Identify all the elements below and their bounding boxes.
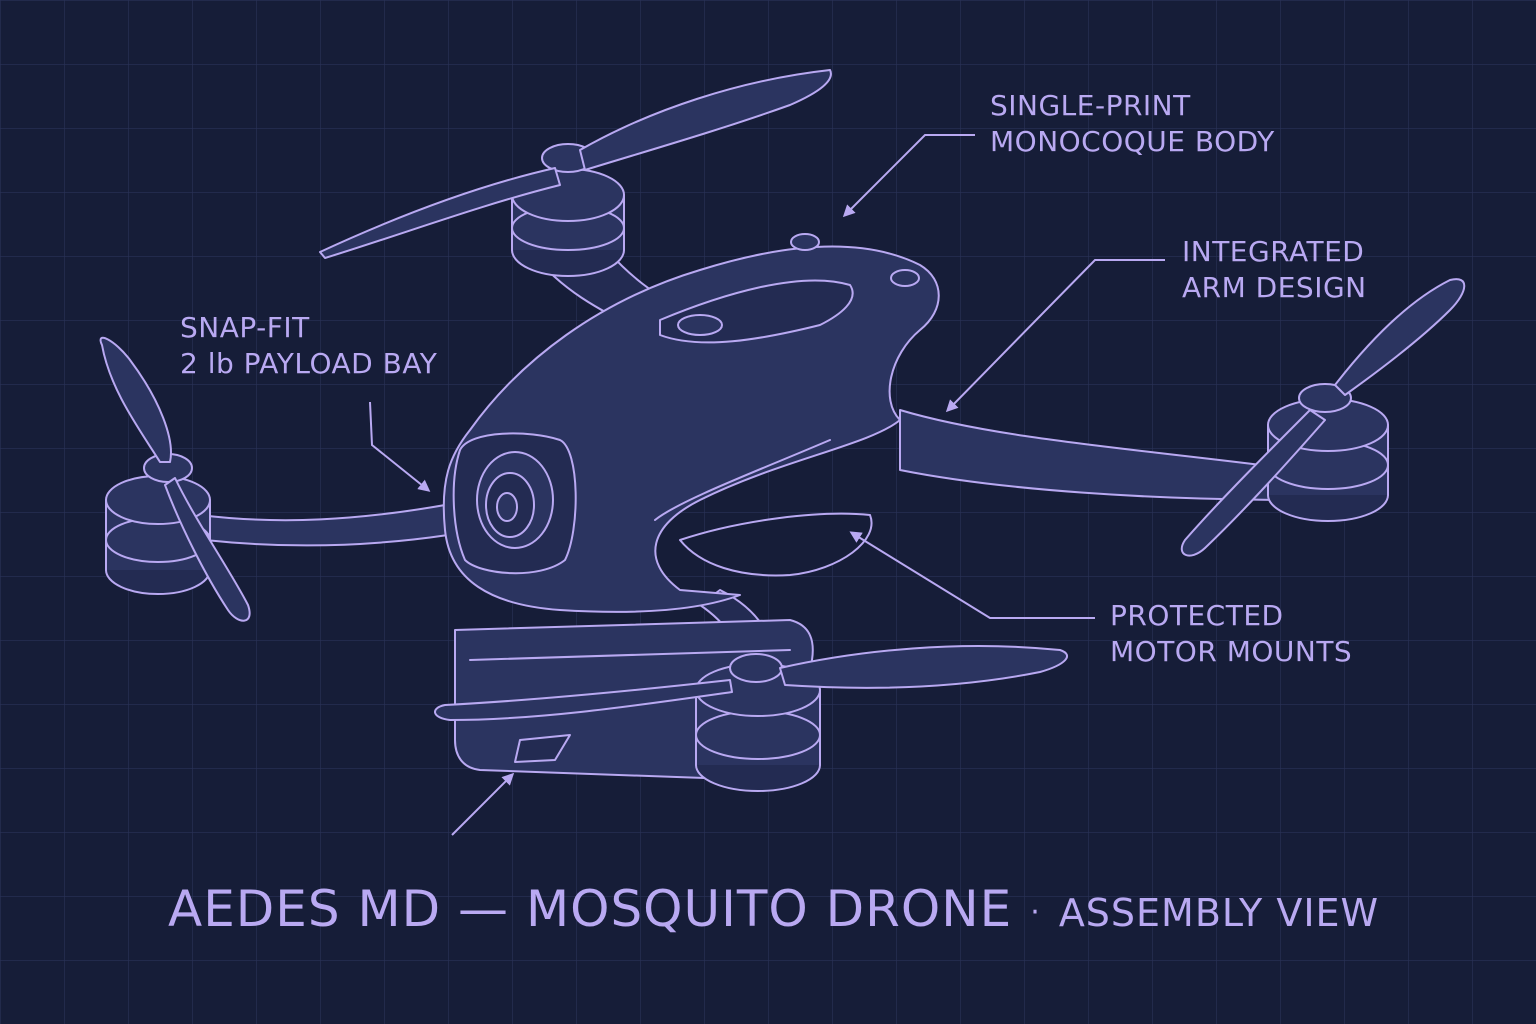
title-separator: · <box>1030 895 1041 930</box>
callout-payload-line-1: SNAP-FIT <box>180 311 310 344</box>
callout-mounts-line-2: MOTOR MOUNTS <box>1110 635 1353 668</box>
leader-payload-bottom <box>451 772 515 836</box>
callout-motor-mounts: PROTECTED MOTOR MOUNTS <box>1110 598 1352 670</box>
callout-body-line-2: MONOCOQUE BODY <box>990 125 1275 158</box>
leader-payload <box>369 401 431 492</box>
propeller-back-left-blade <box>579 69 832 171</box>
propeller-right <box>1334 278 1466 396</box>
leader-mounts <box>849 531 1095 619</box>
propeller-left <box>99 336 172 463</box>
title-sub: ASSEMBLY VIEW <box>1058 891 1380 935</box>
propeller-right-blade <box>1180 409 1326 557</box>
callout-body-line-1: SINGLE-PRINT <box>990 89 1191 122</box>
motor-right <box>1267 383 1389 522</box>
propeller-front-blade <box>434 679 733 721</box>
callout-mounts-line-1: PROTECTED <box>1110 599 1284 632</box>
propeller-front <box>779 645 1068 689</box>
callout-monocoque-body: SINGLE-PRINT MONOCOQUE BODY <box>990 88 1275 160</box>
callout-lines <box>369 134 1165 836</box>
callout-arm-line-2: ARM DESIGN <box>1182 271 1367 304</box>
callout-integrated-arm: INTEGRATED ARM DESIGN <box>1182 234 1367 306</box>
camera-icon <box>452 432 577 575</box>
propeller-back-left <box>319 167 561 259</box>
propeller-left-blade <box>164 477 251 622</box>
callout-payload-bay: SNAP-FIT 2 lb PAYLOAD BAY <box>180 310 437 382</box>
leader-body <box>842 134 975 218</box>
diagram-title: AEDES MD — MOSQUITO DRONE · ASSEMBLY VIEW <box>168 880 1379 938</box>
callout-payload-line-2: 2 lb PAYLOAD BAY <box>180 347 438 380</box>
drone <box>99 69 1466 792</box>
leader-arm <box>945 259 1165 413</box>
title-main: AEDES MD — MOSQUITO DRONE <box>168 880 1013 938</box>
callout-arm-line-1: INTEGRATED <box>1182 235 1365 268</box>
